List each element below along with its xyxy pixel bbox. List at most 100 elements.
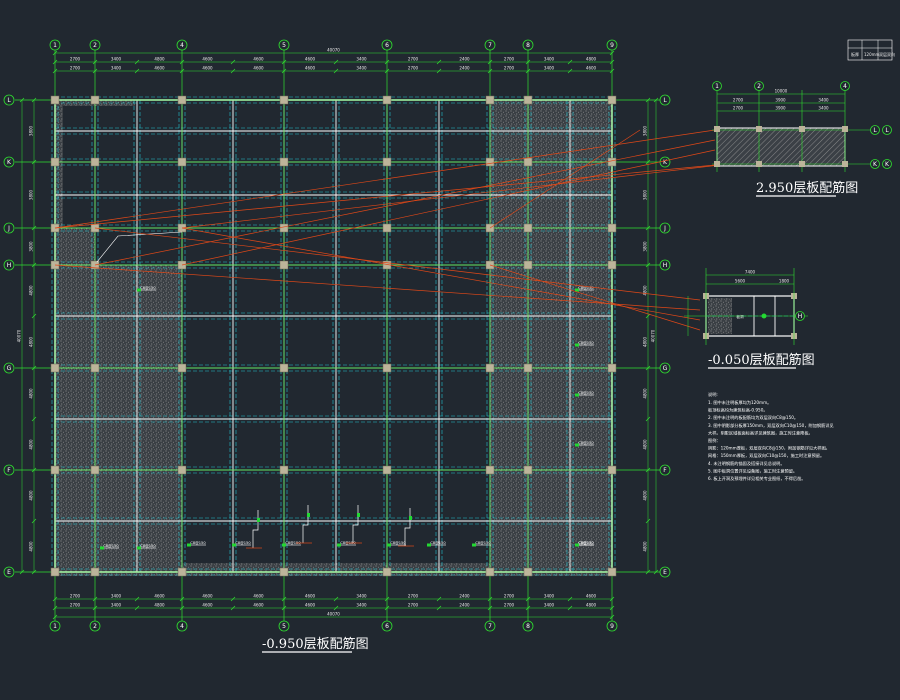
column	[90, 363, 100, 373]
dim-top-row1-label: 2700	[70, 66, 81, 71]
rebar-label-8: C8@150	[578, 541, 594, 545]
detail-upper-row-label2-L: L	[885, 127, 889, 134]
dim-top-row1-tick	[134, 68, 140, 74]
rebar-mark-6	[137, 546, 141, 550]
dim-left-spans-tick	[31, 569, 37, 575]
dim-bottom-row2-label: 4600	[305, 603, 316, 608]
axis-bubble-bottom-7-label: 7	[488, 623, 492, 630]
dim-bottom-row1-tick	[487, 596, 493, 602]
rebar-mark-2	[575, 343, 579, 347]
axis-bubble-top-7-circle	[484, 39, 496, 51]
axis-bubble-top-1-circle	[49, 39, 61, 51]
axis-bubble-bottom-4-circle	[176, 620, 188, 632]
column	[50, 465, 60, 475]
column	[485, 465, 495, 475]
axis-bubble-bottom-7-circle	[484, 620, 496, 632]
dim-right-spans-tick	[645, 97, 651, 103]
dim-top-row2-tick	[134, 59, 140, 65]
dim-left-spans-label: 4800	[29, 439, 34, 450]
dim-top-row2-tick	[92, 59, 98, 65]
leader-line-9	[181, 164, 721, 229]
dim-left-spans-label: 4800	[29, 336, 34, 347]
axis-bubble-left-J-label: J	[7, 225, 10, 232]
stepped-bar-mark-0	[257, 518, 260, 522]
detail-upper-title: 2.950层板配筋图	[756, 180, 858, 196]
detail-upper-row-bubble-L	[870, 125, 880, 135]
axis-bubble-right-F-circle	[659, 464, 671, 476]
axis-bubble-top-4-label: 4	[180, 42, 184, 49]
column	[523, 157, 533, 167]
dim-left-spans-tick	[31, 159, 37, 165]
axis-bubble-bottom-1-label: 1	[53, 623, 57, 630]
dim-bottom-row2-tick	[436, 605, 442, 611]
leader-line-5	[181, 227, 701, 321]
dim-top-row1-tick	[281, 68, 287, 74]
rebar-label-14: C8@150	[430, 541, 446, 545]
column	[382, 95, 392, 105]
dim-top-row1-tick	[487, 68, 493, 74]
columns	[50, 95, 617, 577]
column	[50, 157, 60, 167]
axis-bubble-right-E-circle	[659, 566, 671, 578]
dim-top-row1-tick	[525, 68, 531, 74]
axis-bubble-left-L-circle	[3, 94, 15, 106]
detail-upper-dim-span-0: 2700	[733, 98, 744, 103]
axis-bubble-bottom-4-label: 4	[180, 623, 184, 630]
detail-upper-row-bubble-K	[870, 159, 880, 169]
notes-heading: 说明:	[708, 391, 718, 398]
dim-top-row2-label: 3400	[356, 57, 367, 62]
notes-line-9: 5. 图中板洞位置详见设备图，施工时注意预留。	[708, 467, 797, 474]
axis-bubble-left-G-circle	[3, 362, 15, 374]
column	[279, 157, 289, 167]
dim-bottom-row1-label: 2700	[70, 594, 81, 599]
opening-outline	[96, 231, 183, 263]
rebar-mark-15	[472, 543, 476, 547]
axis-bubble-right-E-label: E	[663, 569, 667, 576]
detail-upper-bubble-4	[840, 81, 850, 91]
detail-upper-row-label-L: L	[873, 127, 877, 134]
column	[485, 157, 495, 167]
dim-top-row1-label: 4600	[586, 66, 597, 71]
column	[523, 260, 533, 270]
dim-left-spans-tick	[31, 467, 37, 473]
dim-left-spans-tick	[31, 365, 37, 371]
notes-line-8: 4. 未注明钢筋的锚固及搭接详见总说明。	[708, 460, 785, 467]
hatch-bottom-band	[55, 572, 612, 576]
detail-upper-bubble-label-4: 4	[843, 83, 847, 90]
legend-cell-2: 120mm	[864, 52, 880, 57]
dim-top-row1-tick	[230, 68, 236, 74]
dim-left-spans-tick	[31, 416, 37, 422]
rebar-mark-12	[337, 543, 341, 547]
rebar-mark-1	[575, 288, 579, 292]
axis-bubble-right-F-label: F	[663, 467, 667, 474]
rebar-mark-10	[232, 543, 236, 547]
column	[279, 363, 289, 373]
dim-bottom-row2-label: 3400	[544, 603, 555, 608]
detail-upper-bubble-1	[712, 81, 722, 91]
stepped-bar-3	[404, 508, 411, 546]
axis-bubble-left-J-circle	[3, 222, 15, 234]
dim-top-row1-tick	[52, 68, 58, 74]
dim-left-spans-label: 4800	[29, 490, 34, 501]
dim-bottom-row2-tick	[179, 605, 185, 611]
detail-upper-column-b-2	[799, 161, 805, 167]
notes-line-1: 板顶标高均为建筑标高-0.950。	[708, 407, 768, 414]
axis-bubble-right-K-label: K	[663, 159, 668, 166]
dim-bottom-row1-tick	[134, 596, 140, 602]
dim-right-spans-label: 4800	[643, 336, 648, 347]
dim-left-spans-tick	[31, 97, 37, 103]
axis-bubble-top-4-circle	[176, 39, 188, 51]
rebar-mark-3	[575, 393, 579, 397]
main-title: -0.950层板配筋图	[262, 636, 369, 652]
dim-bottom-row1-label: 3400	[544, 594, 555, 599]
notes-line-6: 阴影：120mm厚板，双层双向C8@150，附加钢筋详见大样图。	[708, 445, 830, 452]
dim-top-total-tick	[52, 50, 58, 56]
dim-left-spans-label: 4800	[29, 388, 34, 399]
notes-line-10: 6. 板上开洞及预埋件详见相关专业图纸，不得后凿。	[708, 475, 805, 482]
axis-bubble-top-2-circle	[89, 39, 101, 51]
rebar-mark-4	[575, 443, 579, 447]
dim-bottom-row2-tick	[333, 605, 339, 611]
legend-cell-1: 板厚	[851, 51, 859, 57]
design-notes: 说明: 1. 图中未注明板厚均为120mm。 板顶标高均为建筑标高-0.950。…	[708, 391, 834, 482]
axis-bubble-top-6-circle	[381, 39, 393, 51]
